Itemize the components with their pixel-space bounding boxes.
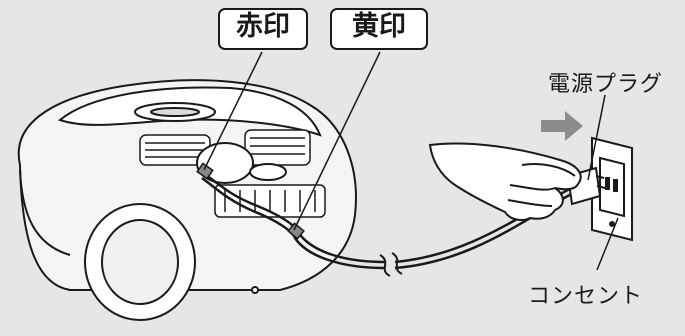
wheel (84, 203, 196, 321)
vent-grille (139, 129, 326, 218)
outlet-label: コンセント (528, 284, 644, 309)
yellow-mark-label: 黄印 (330, 8, 428, 50)
hand-icon (428, 142, 582, 221)
red-mark-label: 赤印 (218, 8, 308, 50)
red-mark-band (196, 162, 214, 180)
power-plug-label: 電源プラグ (548, 72, 664, 97)
yellow-mark-band (287, 222, 305, 240)
leader-lines (203, 51, 619, 271)
vacuum-cleaner (17, 79, 357, 321)
arrow-right-icon (541, 111, 583, 141)
